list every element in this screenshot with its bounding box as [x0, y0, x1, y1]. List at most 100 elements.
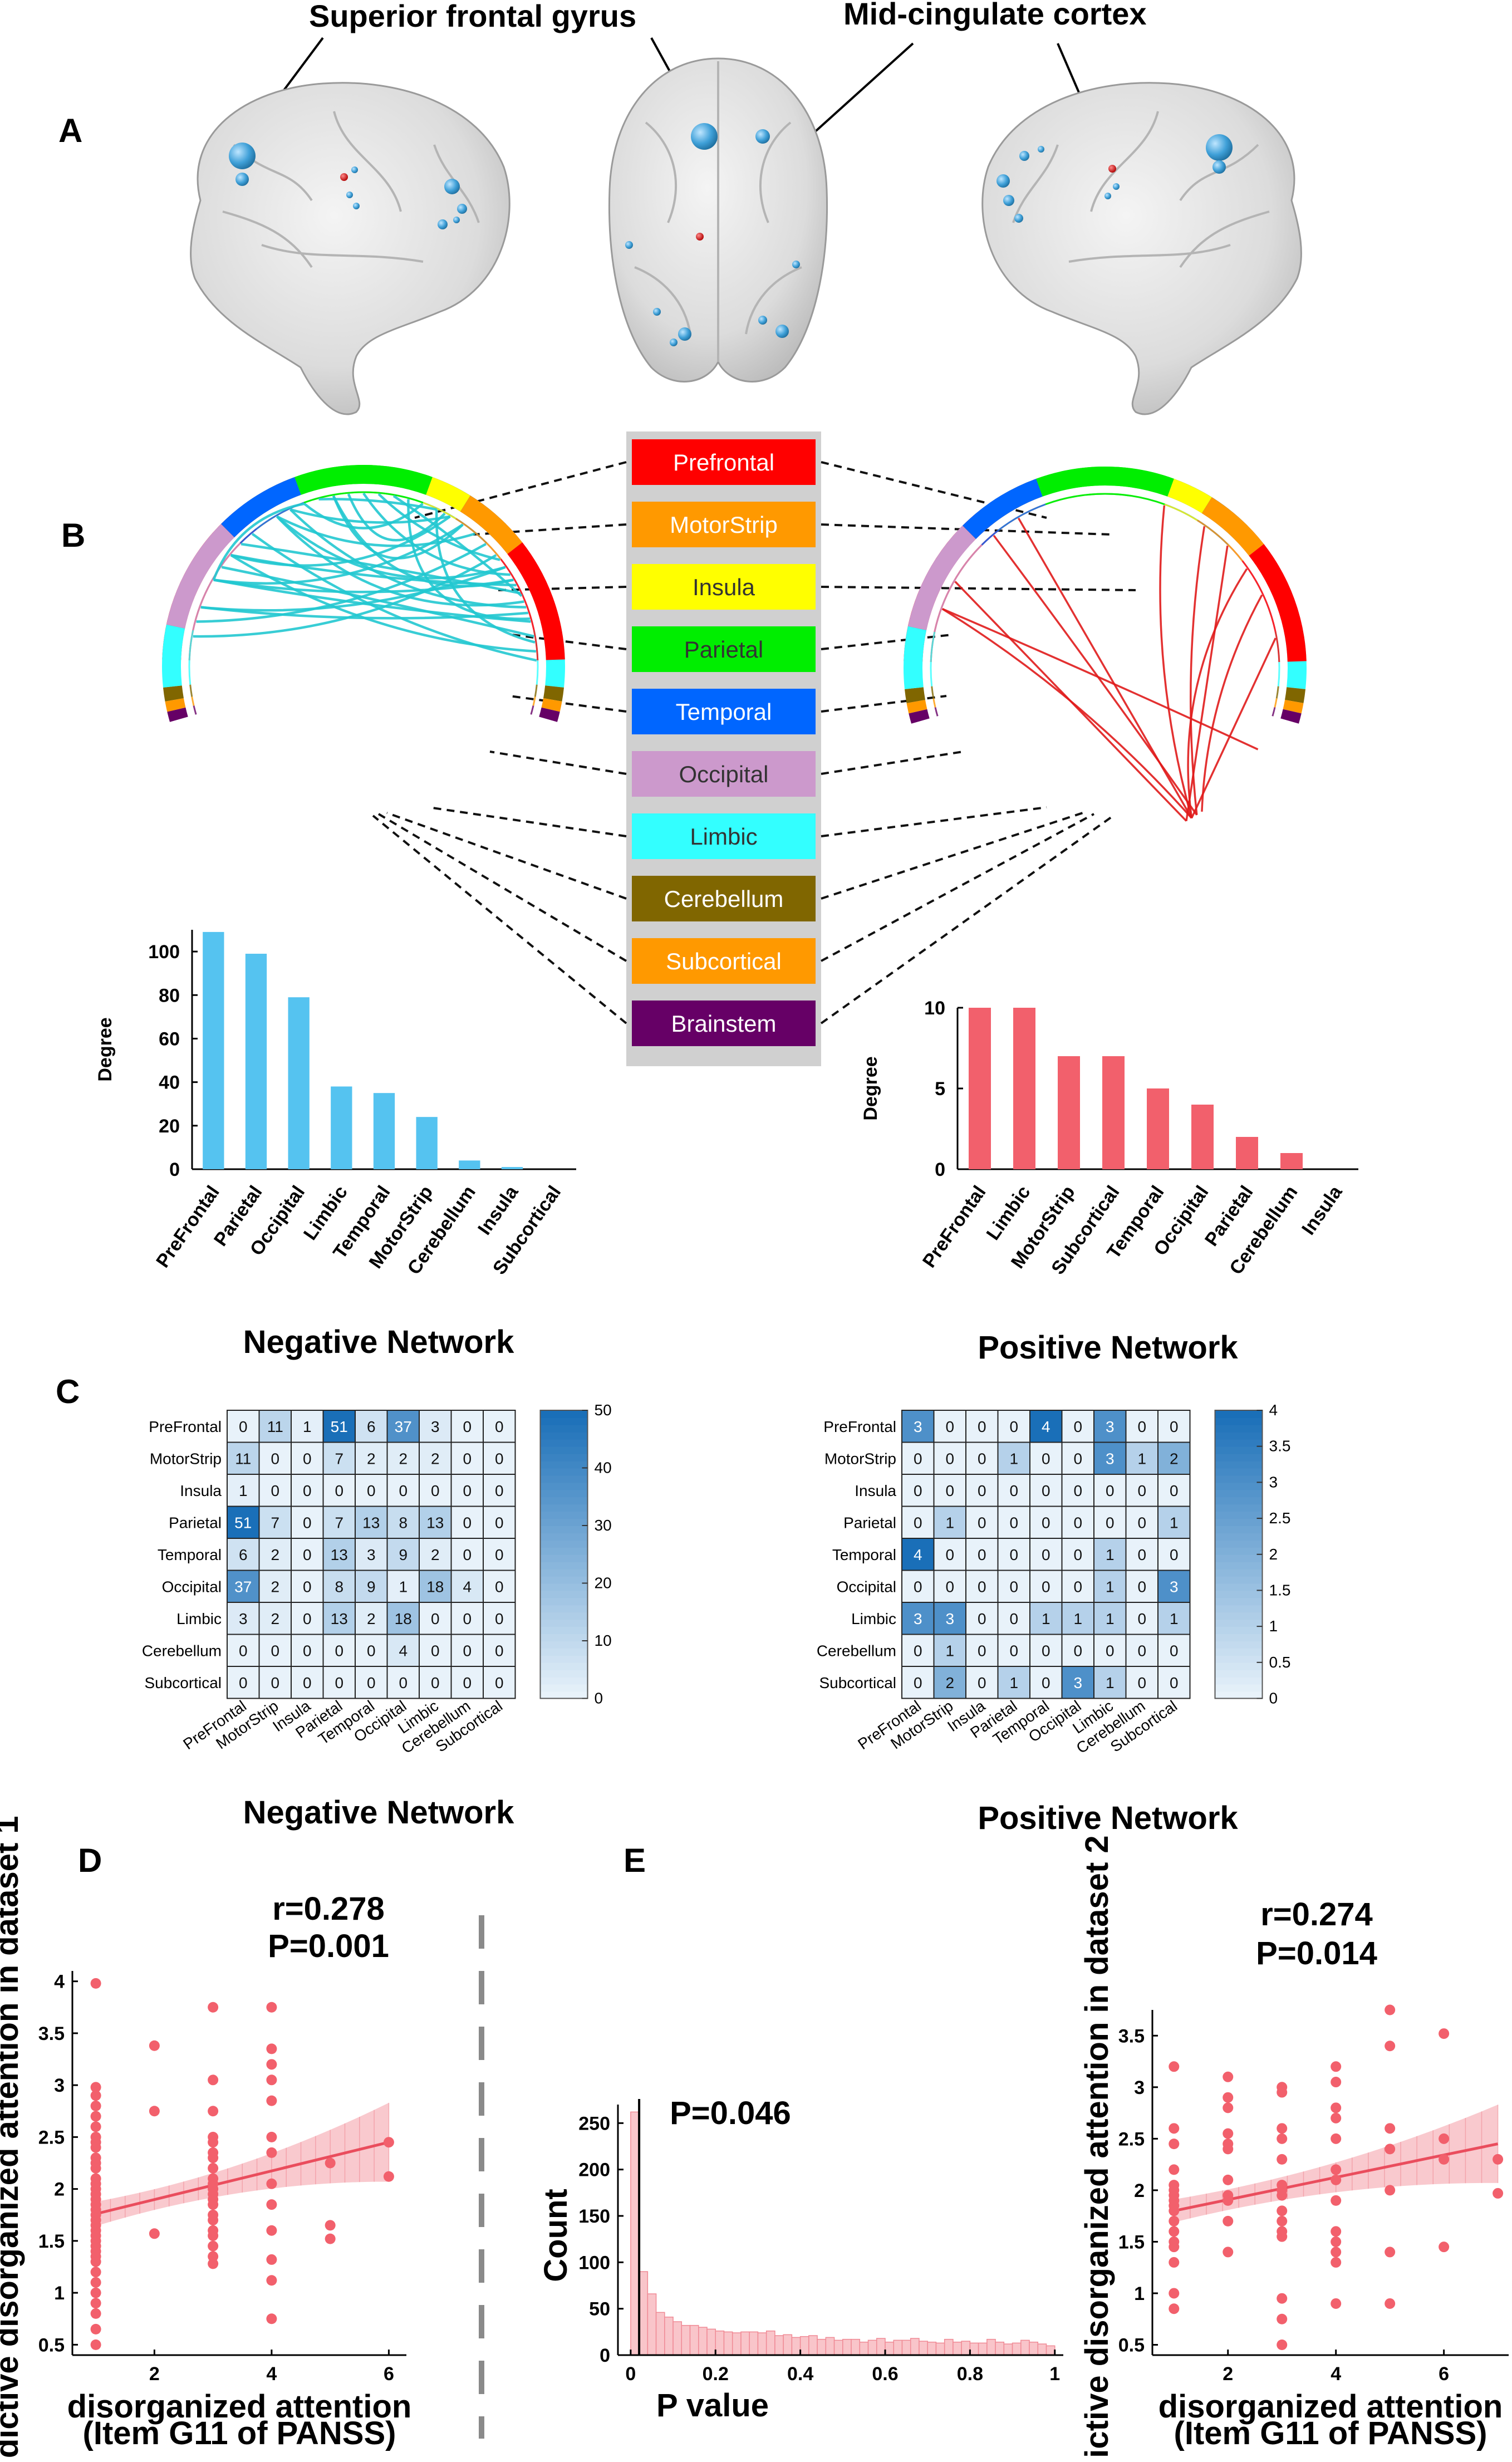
data-point — [1439, 2133, 1450, 2144]
data-point — [266, 2178, 277, 2189]
y-tick-label: 0 — [935, 1159, 945, 1180]
matrix-value: 1 — [1106, 1610, 1115, 1627]
chord-inner-ring-11 — [189, 684, 193, 697]
row-label: PreFrontal — [149, 1418, 222, 1435]
brain-top-view — [608, 57, 828, 382]
chord-segment-10 — [165, 698, 186, 712]
matrix-value: 0 — [1137, 1674, 1146, 1691]
chord-segment-18 — [507, 542, 565, 660]
data-point — [1169, 2123, 1180, 2134]
colorbar-step — [1215, 1554, 1263, 1562]
y-tick-label: 2.5 — [1118, 2128, 1145, 2150]
row-label: PreFrontal — [823, 1418, 896, 1435]
matrix-value: 1 — [945, 1642, 954, 1659]
matrix-value: 1 — [1009, 1674, 1018, 1691]
chord-segment-14 — [963, 478, 1043, 540]
node-superior-frontal-top — [691, 123, 718, 150]
data-point — [1385, 2123, 1396, 2134]
connector-left-7 — [386, 812, 627, 900]
histogram-bin — [783, 2334, 793, 2356]
x-tick-label: 2 — [149, 2363, 160, 2385]
regression-line — [95, 2141, 390, 2215]
data-point — [208, 2215, 219, 2226]
matrix-value: 1 — [1106, 1546, 1115, 1563]
y-axis-label: Predictive disorganized attention in dat… — [0, 1816, 25, 2459]
matrix-cell — [322, 1538, 356, 1571]
data-point — [1385, 2298, 1396, 2309]
matrix-cell — [355, 1441, 388, 1475]
histogram-bin — [1045, 2345, 1056, 2356]
matrix-cell — [258, 1602, 292, 1635]
data-point — [90, 2142, 101, 2153]
chord-link-14 — [318, 498, 437, 511]
matrix-value: 0 — [463, 1514, 472, 1531]
matrix-value: 8 — [399, 1514, 408, 1531]
bar-limbic — [331, 1086, 352, 1169]
matrix-value: 0 — [271, 1642, 279, 1659]
matrix-value: 1 — [239, 1482, 248, 1499]
chord-segment-16 — [425, 477, 470, 512]
matrix-value: 0 — [945, 1450, 954, 1467]
colorbar-step — [540, 1619, 588, 1627]
matrix-cell — [1029, 1666, 1063, 1699]
matrix-cell — [450, 1410, 484, 1443]
chord-inner-ring-7 — [1274, 698, 1278, 708]
chord-link-3 — [1187, 568, 1248, 818]
connector-left-5 — [489, 751, 627, 775]
matrix-cell — [1093, 1474, 1127, 1507]
matrix-value: 0 — [978, 1578, 986, 1595]
colorbar-step — [1215, 1568, 1263, 1577]
matrix-cell — [483, 1410, 516, 1443]
data-point — [208, 2137, 219, 2148]
matrix-value: 2 — [271, 1546, 279, 1563]
data-point — [1277, 2123, 1288, 2134]
data-point — [266, 2275, 277, 2286]
matrix-value: 0 — [463, 1674, 472, 1691]
chord-segment-16 — [1167, 478, 1212, 513]
data-point — [1385, 2041, 1396, 2052]
chord-segment-11 — [904, 687, 926, 703]
colorbar-step — [540, 1691, 588, 1699]
data-point — [1331, 2226, 1342, 2237]
colorbar-step — [540, 1511, 588, 1519]
colorbar-tick-label: 50 — [595, 1401, 612, 1419]
chord-link-16 — [347, 493, 446, 542]
matrix-cell — [1061, 1570, 1094, 1603]
matrix-cell — [933, 1634, 966, 1667]
colorbar-step — [540, 1532, 588, 1541]
y-tick-label: 100 — [578, 2252, 610, 2273]
colorbar-step — [540, 1583, 588, 1591]
chord-inner-ring-6 — [534, 684, 538, 697]
matrix-cell — [997, 1602, 1030, 1635]
legend-swatch-limbic — [632, 813, 816, 859]
chord-segment-10 — [906, 699, 927, 714]
matrix-cell — [1125, 1666, 1158, 1699]
histogram-bin — [825, 2337, 835, 2356]
connector-right-2 — [821, 586, 1136, 591]
node — [457, 204, 467, 214]
legend-label-subcortical: Subcortical — [666, 948, 782, 974]
data-point — [1169, 2242, 1180, 2253]
colorbar-step — [540, 1424, 588, 1433]
chord-link-26 — [332, 495, 514, 587]
matrix-cell — [386, 1538, 420, 1571]
brain-views: Superior frontal gyrus Mid-cingulate cor… — [190, 0, 1302, 415]
matrix-value: 0 — [1042, 1578, 1050, 1595]
connector-left-9 — [372, 815, 627, 1024]
colorbar-step — [1215, 1497, 1263, 1505]
chord-inner-ring-17 — [455, 518, 502, 560]
connector-left-3 — [512, 634, 627, 650]
x-tick-label: Insula — [1298, 1181, 1347, 1239]
matrix-value: 0 — [1106, 1514, 1115, 1531]
x-tick-label: PreFrontal — [919, 1182, 990, 1272]
matrix-cell — [291, 1634, 324, 1667]
data-point — [1331, 2133, 1342, 2144]
matrix-cell — [1157, 1666, 1191, 1699]
colorbar-step — [540, 1460, 588, 1469]
colorbar-step — [1215, 1439, 1263, 1447]
chord-link-21 — [435, 509, 536, 644]
colorbar-step — [1215, 1489, 1263, 1498]
matrix-cell — [965, 1666, 999, 1699]
matrix-value: 6 — [239, 1546, 248, 1563]
data-point — [1331, 2061, 1342, 2072]
